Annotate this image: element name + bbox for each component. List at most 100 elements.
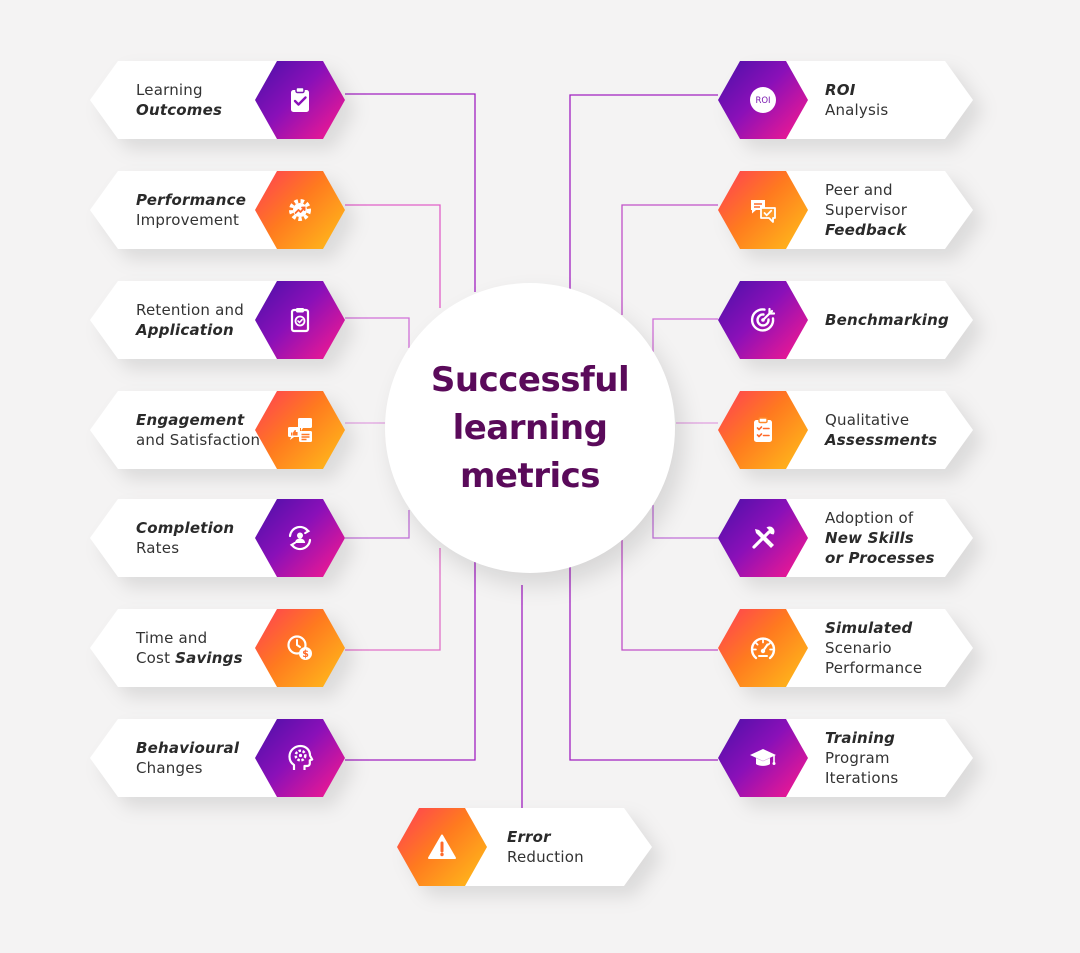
gear-growth-icon xyxy=(289,199,311,221)
label-line: ROI xyxy=(825,81,856,99)
connector-learning-outcomes xyxy=(345,93,476,292)
label-line: Cost Savings xyxy=(136,648,266,668)
label-line: Learning xyxy=(136,81,203,99)
label-line: Feedback xyxy=(825,221,907,239)
metric-label: Engagement and Satisfaction xyxy=(136,391,266,469)
title-line-1: Successful xyxy=(430,360,630,400)
label-line: New Skills xyxy=(825,529,914,547)
clipboard-check-icon xyxy=(291,86,309,112)
warning-icon xyxy=(428,834,456,859)
hex-badge xyxy=(718,171,808,249)
title-line-2: learning xyxy=(452,408,608,448)
metric-label: Peer and Supervisor Feedback xyxy=(825,171,960,249)
metric-roi-analysis: ROI Analysis ROI xyxy=(718,61,973,139)
metric-label: Qualitative Assessments xyxy=(825,391,960,469)
label-line: Behavioural xyxy=(136,739,240,757)
label-text: Cost xyxy=(136,649,176,667)
target-icon xyxy=(750,307,776,332)
metric-label: Behavioural Changes xyxy=(136,719,266,797)
hex-badge xyxy=(255,391,345,469)
metric-label: Simulated Scenario Performance xyxy=(825,609,960,687)
clock-dollar-icon: $ xyxy=(287,635,312,660)
metric-label: Performance Improvement xyxy=(136,171,266,249)
metric-label: ROI Analysis xyxy=(825,61,960,139)
label-line: Peer and xyxy=(825,181,893,199)
label-line: Engagement xyxy=(136,411,245,429)
roi-icon-text: ROI xyxy=(755,96,770,106)
metric-qualitative-assessments: Qualitative Assessments xyxy=(718,391,973,469)
label-line: Adoption of xyxy=(825,509,914,527)
feedback-thumbs-icon xyxy=(288,418,312,442)
label-emphasis: Savings xyxy=(175,649,243,667)
gauge-icon xyxy=(750,637,776,660)
label-line: Improvement xyxy=(136,211,240,229)
title-line-3: metrics xyxy=(459,456,601,496)
connector-retention-application xyxy=(345,317,410,348)
metric-learning-outcomes: Learning Outcomes xyxy=(90,61,345,139)
head-gear-icon xyxy=(288,744,314,770)
connector-performance-improvement xyxy=(345,204,441,308)
metric-label: Retention and Application xyxy=(136,281,266,359)
metric-label: Time and Cost Savings xyxy=(136,609,266,687)
label-line: Qualitative xyxy=(825,411,910,429)
hex-badge xyxy=(718,609,808,687)
checklist-icon xyxy=(754,417,772,442)
label-line: Changes xyxy=(136,759,203,777)
user-cycle-icon xyxy=(288,525,312,551)
label-line: Supervisor xyxy=(825,201,908,219)
metric-label: Error Reduction xyxy=(507,808,642,886)
metric-training-program-iterations: Training Program Iterations xyxy=(718,719,973,797)
label-line: Time and xyxy=(136,629,208,647)
label-line: Rates xyxy=(136,539,180,557)
label-line: Performance xyxy=(825,659,923,677)
hex-badge xyxy=(255,499,345,577)
connector-time-cost xyxy=(345,548,441,651)
label-line: Benchmarking xyxy=(825,311,949,329)
connector-behavioural-changes xyxy=(345,562,476,761)
label-line: Iterations xyxy=(825,769,899,787)
label-line: Performance xyxy=(136,191,247,209)
hex-badge xyxy=(718,719,808,797)
connector-simulated-scenario xyxy=(621,540,718,651)
metric-label: Training Program Iterations xyxy=(825,719,960,797)
metric-performance-improvement: Performance Improvement xyxy=(90,171,345,249)
hex-badge: $ xyxy=(255,609,345,687)
connector-adoption-new-skills xyxy=(652,505,718,539)
label-line: Analysis xyxy=(825,101,889,119)
label-line: Completion xyxy=(136,519,235,537)
label-line: Simulated xyxy=(825,619,913,637)
metric-behavioural-changes: Behavioural Changes xyxy=(90,719,345,797)
label-line: and Satisfaction xyxy=(136,431,261,449)
label-line: Training xyxy=(825,729,896,747)
metric-benchmarking: Benchmarking xyxy=(718,281,973,359)
center-title-circle: Successful learning metrics xyxy=(385,283,675,573)
hex-badge xyxy=(255,719,345,797)
label-line: Application xyxy=(136,321,234,339)
metric-retention-application: Retention and Application xyxy=(90,281,345,359)
metric-time-cost-savings: Time and Cost Savings $ xyxy=(90,609,345,687)
label-line: Retention and xyxy=(136,301,244,319)
graduation-cap-icon xyxy=(750,749,776,766)
metric-label: Completion Rates xyxy=(136,499,266,577)
hex-badge xyxy=(397,808,487,886)
hex-badge xyxy=(718,499,808,577)
hex-badge xyxy=(718,281,808,359)
tools-icon xyxy=(752,526,775,549)
label-line: Assessments xyxy=(825,431,938,449)
label-line: Reduction xyxy=(507,848,584,866)
label-line: Error xyxy=(507,828,551,846)
connector-roi-analysis xyxy=(569,94,718,292)
roi-icon: ROI xyxy=(750,87,776,113)
hex-badge xyxy=(255,171,345,249)
connector-peer-feedback xyxy=(621,204,718,315)
metric-engagement-satisfaction: Engagement and Satisfaction xyxy=(90,391,345,469)
hex-badge xyxy=(255,281,345,359)
label-line: Program xyxy=(825,749,890,767)
svg-text:$: $ xyxy=(302,649,309,660)
metric-label: Benchmarking xyxy=(825,281,960,359)
metric-error-reduction: Error Reduction xyxy=(397,808,652,886)
connector-benchmarking xyxy=(652,318,718,352)
metric-peer-supervisor-feedback: Peer and Supervisor Feedback xyxy=(718,171,973,249)
